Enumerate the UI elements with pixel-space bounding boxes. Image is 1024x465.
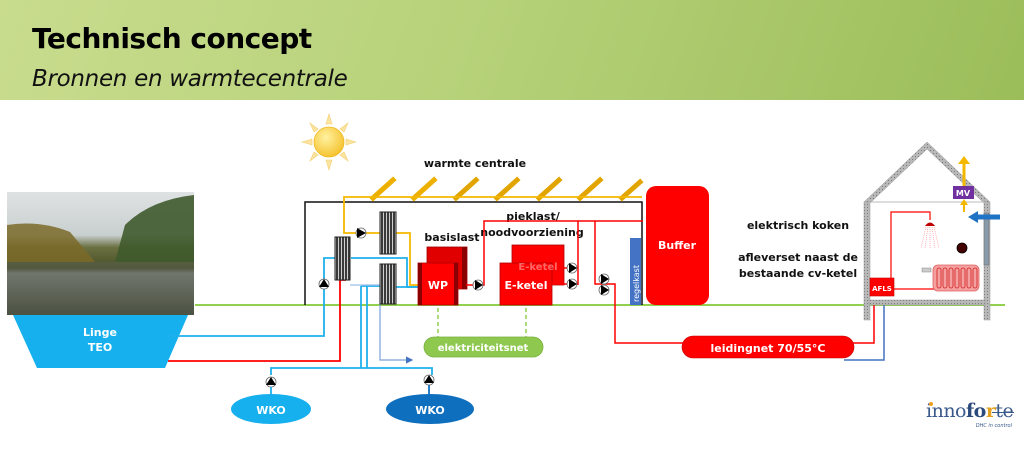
solar-panel bbox=[576, 176, 604, 202]
house bbox=[863, 141, 991, 321]
pump-icon bbox=[265, 376, 277, 388]
source-basin bbox=[13, 315, 188, 368]
solar-panel bbox=[618, 178, 644, 202]
pump-icon bbox=[318, 278, 330, 290]
e-ketel-label: E-ketel bbox=[504, 279, 547, 292]
logo-dot bbox=[929, 402, 933, 406]
source-name: Linge bbox=[83, 326, 117, 339]
leidingnet-label: leidingnet 70/55°C bbox=[711, 342, 826, 355]
logo-part: r bbox=[985, 400, 996, 422]
page-subtitle: Bronnen en warmtecentrale bbox=[32, 66, 348, 92]
note-afleverset-1: afleverset naast de bbox=[738, 251, 858, 264]
pump-icon bbox=[423, 374, 435, 386]
wko-light bbox=[231, 394, 311, 424]
pump-icon bbox=[566, 278, 578, 290]
heat-pump-unit bbox=[417, 246, 468, 306]
pump-icon bbox=[566, 262, 578, 274]
mv-unit bbox=[953, 186, 974, 199]
heat-exchanger bbox=[334, 236, 351, 281]
network-cold-pipe bbox=[844, 305, 885, 361]
network-hot-pipe bbox=[851, 305, 875, 344]
source-type: TEO bbox=[88, 341, 112, 354]
logo-wordmark: innoforte bbox=[926, 400, 1016, 422]
sun-icon bbox=[300, 112, 358, 172]
cold-pipes bbox=[165, 257, 433, 375]
note-elektrisch-koken: elektrisch koken bbox=[747, 219, 849, 232]
logo-tagline: DHC in control bbox=[975, 423, 1012, 429]
radiator-icon bbox=[921, 264, 980, 292]
heat-pump-label: WP bbox=[428, 279, 448, 292]
regelkast-box bbox=[630, 238, 641, 305]
e-ketel-unit bbox=[499, 244, 565, 306]
wko-dark bbox=[386, 394, 474, 424]
buffer-label: Buffer bbox=[658, 239, 697, 252]
innoforte-logo: innoforte DHC in control bbox=[926, 400, 1016, 440]
solar-pipe-return bbox=[395, 232, 418, 286]
logo-part: te bbox=[995, 400, 1014, 422]
logo-part: inno bbox=[926, 400, 967, 422]
basislast-label: basislast bbox=[424, 231, 479, 244]
pump-icon bbox=[598, 273, 610, 285]
source-hot-pipe bbox=[168, 279, 346, 362]
central-building-outline bbox=[304, 201, 643, 305]
pump-icon bbox=[472, 279, 484, 291]
solar-panel bbox=[535, 176, 563, 202]
e-ketel-back-label: E-ketel bbox=[518, 262, 557, 273]
solar-panel bbox=[452, 176, 480, 202]
warmte-centrale-label: warmte centrale bbox=[424, 157, 526, 170]
pump-icon bbox=[355, 227, 367, 239]
mv-label: MV bbox=[956, 189, 971, 198]
logo-part: fo bbox=[966, 400, 986, 422]
page-title: Technisch concept bbox=[32, 22, 312, 55]
return-bypass-pipe bbox=[379, 290, 414, 364]
distribution-pipe bbox=[594, 221, 686, 344]
elektriciteitsnet-pill bbox=[423, 336, 544, 358]
heat-exchanger bbox=[379, 211, 397, 255]
buffer-tank bbox=[646, 186, 709, 305]
header-banner: Technisch concept Bronnen en warmtecentr… bbox=[0, 0, 1024, 100]
wko-light-label: WKO bbox=[256, 404, 286, 417]
note-afleverset-2: bestaande cv-ketel bbox=[739, 267, 857, 280]
pump-icon bbox=[598, 284, 610, 296]
solar-panel bbox=[493, 176, 521, 202]
afls-label: AFLS bbox=[872, 285, 892, 293]
afls-unit bbox=[869, 277, 895, 297]
elektriciteitsnet-label: elektriciteitsnet bbox=[438, 343, 529, 354]
leidingnet-pill bbox=[681, 335, 855, 359]
pieklast-label-1: pieklast/ bbox=[506, 210, 560, 223]
logo-underline bbox=[992, 412, 1014, 413]
wko-dark-label: WKO bbox=[415, 404, 445, 417]
solar-collectors bbox=[369, 176, 644, 202]
cooking-plate-icon bbox=[956, 242, 968, 254]
shower-icon bbox=[920, 222, 940, 249]
regelkast-label: regelkast bbox=[632, 265, 641, 302]
river-photo bbox=[7, 192, 194, 315]
electricity-link bbox=[437, 308, 527, 337]
pieklast-label-2: noodvoorziening bbox=[480, 226, 583, 239]
heat-exchanger bbox=[379, 263, 397, 305]
heat-system-diagram: Linge TEO warmte centrale bbox=[7, 112, 1005, 424]
